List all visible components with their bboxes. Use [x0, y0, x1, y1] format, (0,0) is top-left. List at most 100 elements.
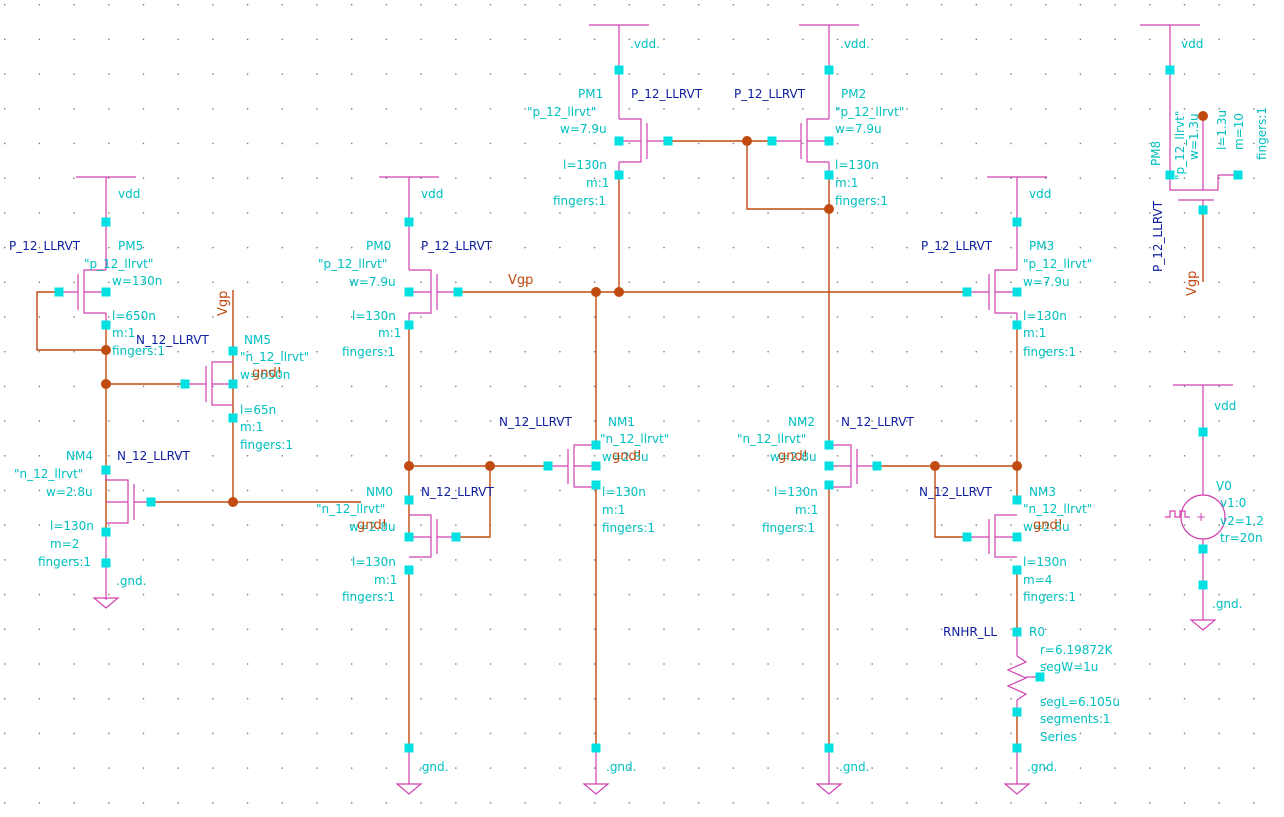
grid-dot: [351, 628, 353, 630]
grid-dot: [420, 698, 422, 700]
terminal-pin[interactable]: [146, 497, 156, 507]
devices-pm2-w-label: w=7.9u: [835, 122, 882, 136]
terminal-pin[interactable]: [962, 287, 972, 297]
grid-dot: [420, 559, 422, 561]
devices-pm0-m-label: m:1: [378, 326, 401, 340]
terminal-pin[interactable]: [1012, 217, 1022, 227]
grid-dot: [628, 489, 630, 492]
grid-dot: [628, 177, 630, 179]
terminal-pin[interactable]: [404, 287, 414, 297]
grid-dot: [906, 212, 908, 214]
grid-dot: [351, 351, 353, 353]
grid-dot: [871, 38, 873, 41]
grid-dot: [108, 212, 110, 214]
terminal-pin[interactable]: [1012, 532, 1022, 542]
grid-dot: [1114, 108, 1116, 110]
terminal-pin[interactable]: [228, 346, 238, 356]
terminal-pin[interactable]: [591, 461, 601, 471]
terminal-pin[interactable]: [180, 379, 190, 389]
grid-dot: [628, 108, 630, 110]
terminal-pin[interactable]: [1198, 427, 1208, 437]
terminal-pin[interactable]: [824, 65, 834, 75]
terminal-pin[interactable]: [614, 136, 624, 146]
terminal-pin[interactable]: [591, 480, 601, 490]
terminal-pin[interactable]: [101, 527, 111, 537]
grid-dot: [524, 455, 526, 457]
terminal-pin[interactable]: [1012, 320, 1022, 330]
terminal-pin[interactable]: [1012, 565, 1022, 575]
terminal-pin[interactable]: [591, 440, 601, 450]
terminal-pin[interactable]: [101, 558, 111, 568]
terminal-pin[interactable]: [663, 136, 673, 146]
terminal-pin[interactable]: [872, 461, 882, 471]
terminal-pin[interactable]: [54, 287, 64, 297]
grid-dot: [732, 385, 735, 388]
grid-dot: [1253, 767, 1255, 769]
terminal-pin[interactable]: [1198, 544, 1208, 554]
terminal-pin[interactable]: [101, 465, 111, 475]
grid-dot: [281, 663, 283, 665]
terminal-pin[interactable]: [228, 379, 238, 389]
terminal-pin[interactable]: [1035, 672, 1045, 682]
terminal-pin[interactable]: [101, 320, 111, 330]
terminal-pin[interactable]: [824, 480, 834, 490]
terminal-pin[interactable]: [453, 287, 463, 297]
grid-dot: [38, 593, 41, 596]
terminal-pin[interactable]: [101, 287, 111, 297]
terminal-pin[interactable]: [591, 743, 601, 753]
terminal-pin[interactable]: [404, 565, 414, 575]
grid-dot: [836, 767, 839, 769]
grid-dot: [455, 489, 457, 492]
grid-dot: [975, 802, 977, 804]
terminal-pin[interactable]: [824, 461, 834, 471]
grid-dot: [975, 4, 977, 6]
terminal-pin[interactable]: [1165, 65, 1175, 75]
pins[interactable]: [54, 65, 1243, 753]
grid-dot: [593, 732, 596, 735]
grid-dot: [1149, 246, 1151, 249]
terminal-pin[interactable]: [614, 65, 624, 75]
terminal-pin[interactable]: [543, 461, 553, 471]
grid-dot: [1079, 246, 1082, 249]
terminal-pin[interactable]: [824, 743, 834, 753]
grid-dot: [1218, 420, 1220, 422]
terminal-pin[interactable]: [824, 440, 834, 450]
grid-dot: [246, 38, 249, 41]
terminal-pin[interactable]: [1012, 495, 1022, 505]
terminal-pin[interactable]: [101, 217, 111, 227]
grid-dot: [1253, 246, 1255, 249]
terminal-pin[interactable]: [824, 170, 834, 180]
terminal-pin[interactable]: [404, 532, 414, 542]
terminal-pin[interactable]: [614, 170, 624, 180]
grid-dot: [1253, 628, 1255, 630]
terminal-pin[interactable]: [1012, 287, 1022, 297]
terminal-pin[interactable]: [1233, 170, 1243, 180]
grid-dot: [489, 802, 492, 804]
terminal-pin[interactable]: [1012, 707, 1022, 717]
grid-dot: [663, 767, 665, 769]
terminal-pin[interactable]: [1012, 627, 1022, 637]
terminal-pin[interactable]: [404, 743, 414, 753]
grid-dot: [802, 246, 804, 249]
terminal-pin[interactable]: [1198, 205, 1208, 215]
terminal-pin[interactable]: [767, 136, 777, 146]
terminal-pin[interactable]: [451, 532, 461, 542]
terminal-pin[interactable]: [404, 495, 414, 505]
grid-dot: [802, 524, 804, 526]
terminal-pin[interactable]: [962, 532, 972, 542]
grid-dot: [73, 385, 75, 388]
terminal-pin[interactable]: [1012, 743, 1022, 753]
grid-dot: [1045, 142, 1047, 145]
terminal-pin[interactable]: [228, 413, 238, 423]
grid-dot: [559, 38, 561, 41]
terminal-pin[interactable]: [824, 136, 834, 146]
grid-dot: [940, 524, 943, 526]
terminal-pin[interactable]: [404, 320, 414, 330]
grid-dot: [1253, 524, 1255, 526]
terminal-pin[interactable]: [1165, 170, 1175, 180]
terminal-pin[interactable]: [404, 217, 414, 227]
terminal-pin[interactable]: [1198, 580, 1208, 590]
devices-nm2-f-label: fingers:1: [762, 521, 815, 535]
grid-dot: [802, 455, 804, 457]
